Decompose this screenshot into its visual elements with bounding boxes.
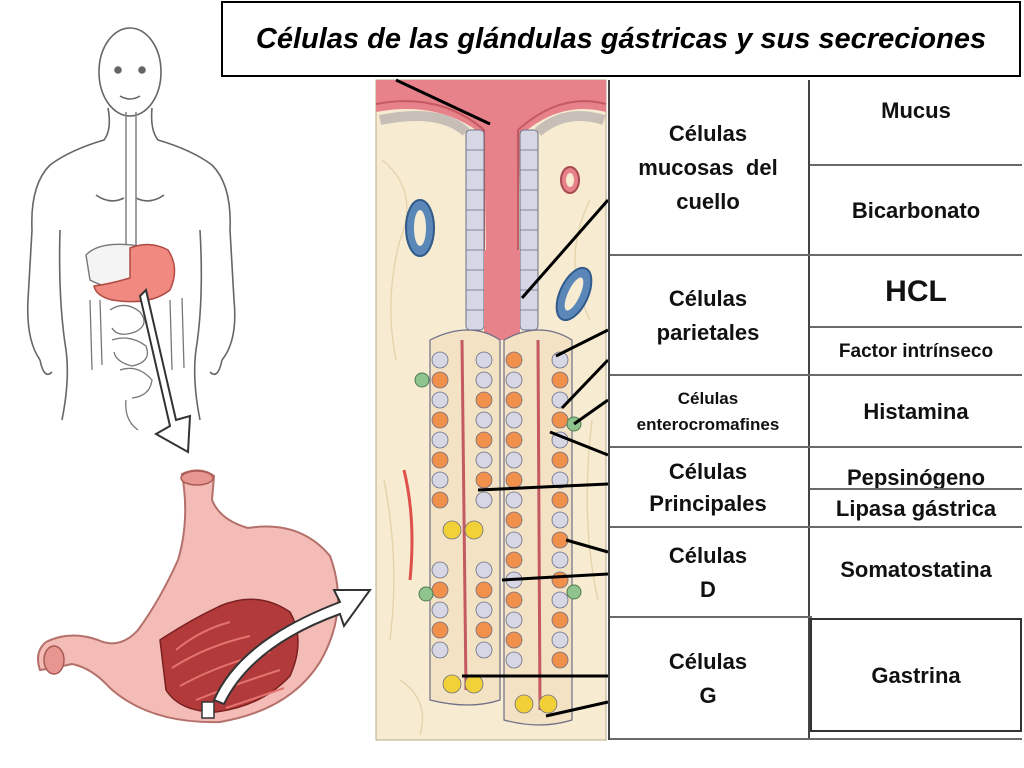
cell-name-line: Células: [668, 649, 748, 674]
secretion-gastrina: Gastrina: [810, 618, 1022, 732]
cell-name-line: parietales: [656, 320, 760, 345]
secretion-hcl: HCL: [810, 256, 1022, 328]
cell-name-line: enterocromafines: [636, 415, 780, 434]
secretion-pepsinogeno: Pepsinógeno: [810, 448, 1022, 490]
cell-name-g: Células G: [608, 618, 810, 740]
table-divider: [608, 80, 610, 740]
stomach-illustration: [37, 469, 372, 724]
cells-secretions-table: Células mucosas del cuello Células parie…: [608, 80, 1022, 740]
secretion-mucus: Mucus: [810, 80, 1022, 166]
secretion-histamina: Histamina: [810, 376, 1022, 448]
secretion-label: Histamina: [863, 399, 969, 424]
secretion-label: HCL: [885, 275, 947, 308]
table-divider: [608, 374, 1022, 376]
cell-name-mucosas: Células mucosas del cuello: [608, 80, 810, 256]
secretion-label: Pepsinógeno: [846, 465, 986, 490]
secretion-factor-intrinseco: Factor intrínseco: [810, 328, 1022, 376]
cell-name-line: Células: [668, 286, 748, 311]
secretion-label: Gastrina: [871, 663, 961, 688]
cell-name-line: mucosas del: [638, 155, 778, 180]
page-title: Células de las glándulas gástricas y sus…: [221, 1, 1021, 77]
cell-name-line: cuello: [676, 189, 740, 214]
cell-name-line: G: [699, 683, 717, 708]
human-body-figure: [26, 27, 236, 421]
secretion-lipasa-gastrica: Lipasa gástrica: [810, 490, 1022, 528]
table-divider: [608, 738, 1022, 740]
cell-name-line: Células: [668, 543, 748, 568]
cell-name-parietales: Células parietales: [608, 256, 810, 376]
secretion-label: Somatostatina: [840, 557, 992, 582]
cell-name-principales: Células Principales: [608, 448, 810, 528]
table-divider: [608, 526, 1022, 528]
secretion-label: Mucus: [881, 98, 951, 123]
table-divider: [810, 326, 1022, 328]
cell-name-d: Células D: [608, 528, 810, 618]
secretion-bicarbonato: Bicarbonato: [810, 166, 1022, 256]
cell-name-line: Células: [677, 389, 739, 408]
cell-name-line: Células: [668, 459, 748, 484]
gastric-gland-section: [375, 78, 610, 741]
cell-name-line: Células: [668, 121, 748, 146]
secretion-label: Bicarbonato: [851, 198, 981, 223]
table-divider: [608, 254, 1022, 256]
table-divider: [608, 446, 1022, 448]
cell-name-enterocromafines: Células enterocromafines: [608, 376, 810, 448]
table-divider: [810, 164, 1022, 166]
cell-name-line: D: [700, 577, 716, 602]
secretion-label: Factor intrínseco: [838, 341, 994, 362]
table-divider: [608, 616, 812, 618]
cell-name-line: Principales: [649, 491, 767, 516]
table-divider: [810, 488, 1022, 490]
secretion-label: Lipasa gástrica: [835, 496, 997, 521]
secretion-somatostatina: Somatostatina: [810, 528, 1022, 618]
